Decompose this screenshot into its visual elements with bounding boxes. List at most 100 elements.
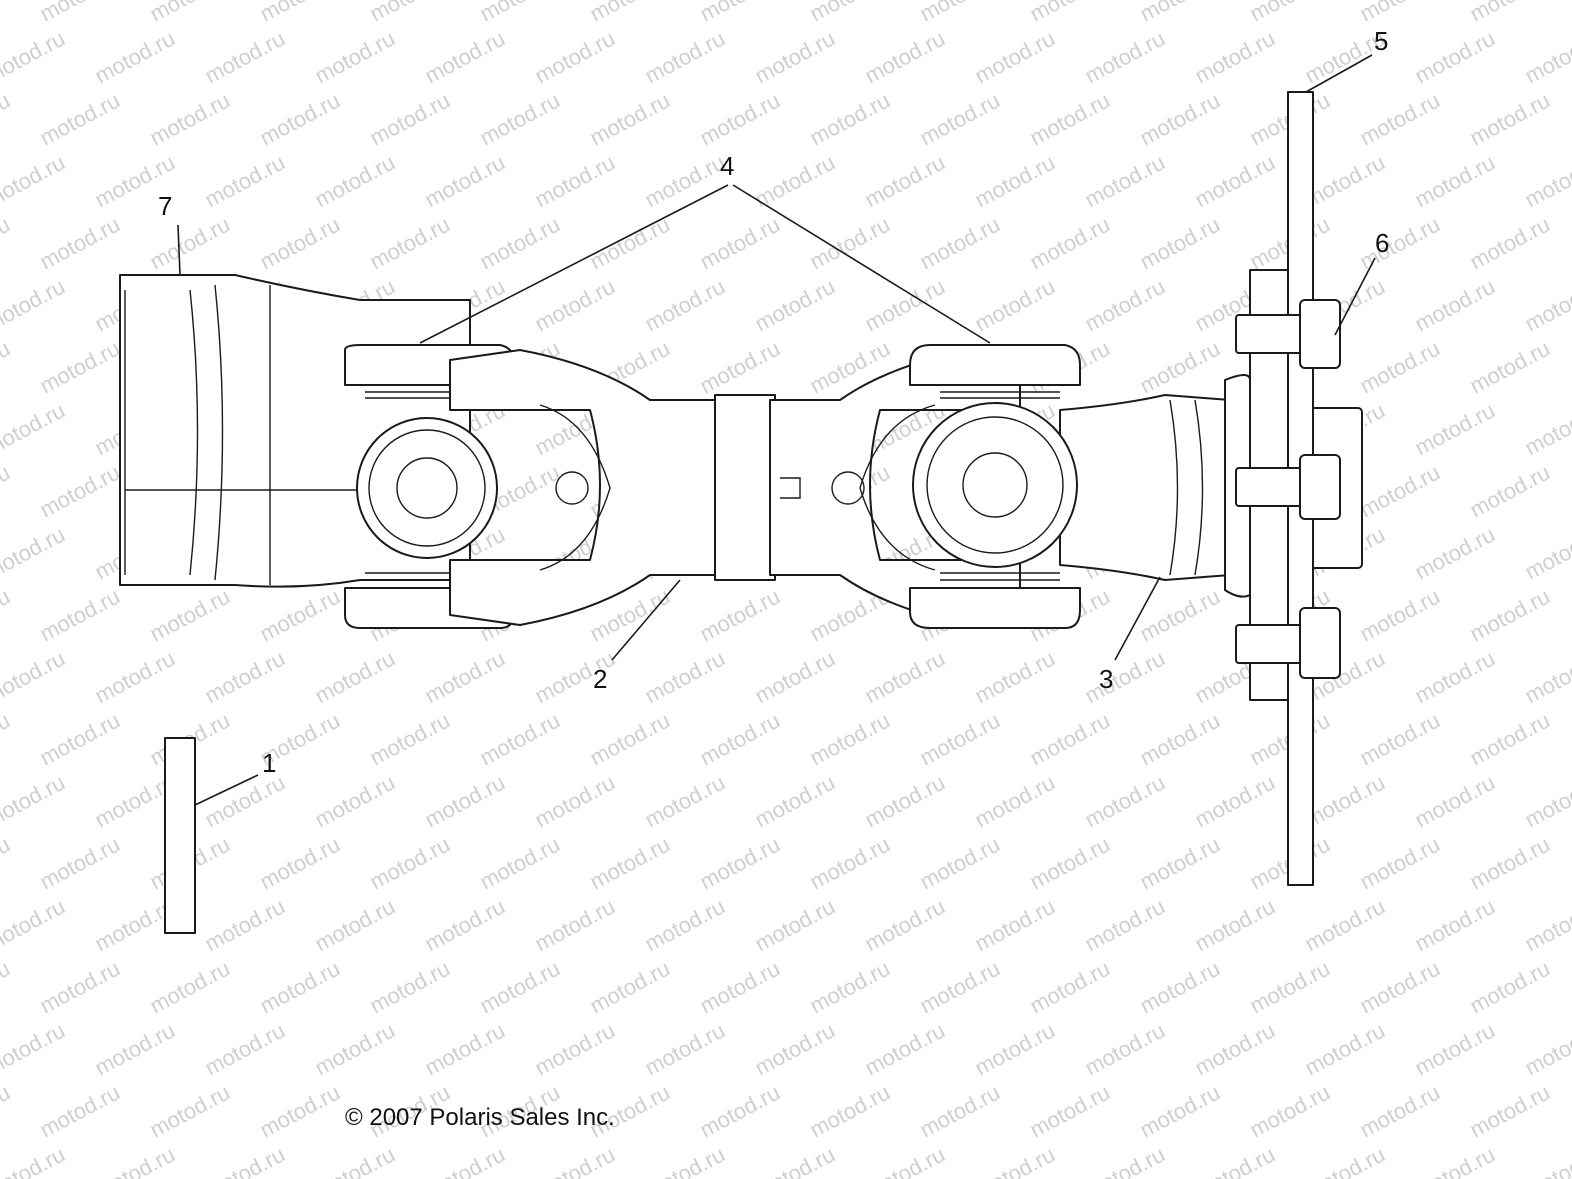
watermark-text: motod.ru <box>806 0 894 26</box>
watermark-text: motod.ru <box>1356 336 1444 399</box>
watermark-text: motod.ru <box>1466 584 1554 647</box>
watermark-text: motod.ru <box>1191 894 1279 957</box>
watermark-text: motod.ru <box>696 336 784 399</box>
watermark-text: motod.ru <box>311 894 399 957</box>
watermark-text: motod.ru <box>971 1018 1059 1081</box>
callout-2: 2 <box>593 664 607 694</box>
watermark-text: motod.ru <box>1136 956 1224 1019</box>
watermark-text: motod.ru <box>476 708 564 771</box>
watermark-text: motod.ru <box>1026 212 1114 275</box>
watermark-text: motod.ru <box>1411 770 1499 833</box>
watermark-text: motod.ru <box>366 212 454 275</box>
watermark-text: motod.ru <box>1081 894 1169 957</box>
copyright-text: © 2007 Polaris Sales Inc. <box>345 1104 615 1131</box>
watermark-text: motod.ru <box>1411 646 1499 709</box>
watermark-text: motod.ru <box>696 1080 784 1143</box>
watermark-text: motod.ru <box>1356 212 1444 275</box>
watermark-text: motod.ru <box>751 770 839 833</box>
watermark-text: motod.ru <box>1246 0 1334 26</box>
watermark-text: motod.ru <box>1246 1080 1334 1143</box>
watermark-text: motod.ru <box>0 0 14 26</box>
watermark-text: motod.ru <box>1466 460 1554 523</box>
watermark-text: motod.ru <box>1411 26 1499 89</box>
watermark-text: motod.ru <box>36 956 124 1019</box>
watermark-text: motod.ru <box>256 0 344 26</box>
watermark-text: motod.ru <box>421 646 509 709</box>
watermark-text: motod.ru <box>531 26 619 89</box>
watermark-text: motod.ru <box>256 584 344 647</box>
watermark-text: motod.ru <box>641 894 729 957</box>
watermark-text: motod.ru <box>36 336 124 399</box>
watermark-text: motod.ru <box>201 1018 289 1081</box>
watermark-text: motod.ru <box>586 956 674 1019</box>
watermark-text: motod.ru <box>1521 1142 1572 1179</box>
watermark-text: motod.ru <box>146 584 234 647</box>
watermark-text: motod.ru <box>916 1080 1004 1143</box>
watermark-text: motod.ru <box>861 1142 949 1179</box>
watermark-text: motod.ru <box>641 274 729 337</box>
watermark-text: motod.ru <box>751 1142 839 1179</box>
watermark-text: motod.ru <box>586 0 674 26</box>
watermark-text: motod.ru <box>1136 1080 1224 1143</box>
watermark-text: motod.ru <box>311 770 399 833</box>
watermark-text: motod.ru <box>36 212 124 275</box>
part-4-right-bearing-caps <box>909 344 1081 629</box>
watermark-text: motod.ru <box>1301 1142 1389 1179</box>
watermark-text: motod.ru <box>91 646 179 709</box>
watermark-text: motod.ru <box>861 646 949 709</box>
watermark-text: motod.ru <box>806 956 894 1019</box>
watermark-text: motod.ru <box>1356 460 1444 523</box>
watermark-text: motod.ru <box>696 212 784 275</box>
watermark-text: motod.ru <box>366 832 454 895</box>
watermark-text: motod.ru <box>201 26 289 89</box>
watermark-text: motod.ru <box>1521 770 1572 833</box>
watermark-text: motod.ru <box>641 26 729 89</box>
watermark-text: motod.ru <box>586 832 674 895</box>
watermark-text: motod.ru <box>146 212 234 275</box>
watermark-text: motod.ru <box>1301 1018 1389 1081</box>
watermark-text: motod.ru <box>1081 274 1169 337</box>
watermark-text: motod.ru <box>696 584 784 647</box>
watermark-text: motod.ru <box>1356 956 1444 1019</box>
watermark-text: motod.ru <box>366 88 454 151</box>
watermark-text: motod.ru <box>1466 1080 1554 1143</box>
watermark-text: motod.ru <box>1191 150 1279 213</box>
watermark-text: motod.ru <box>0 1080 14 1143</box>
watermark-text: motod.ru <box>1521 398 1572 461</box>
watermark-text: motod.ru <box>0 212 14 275</box>
watermark-text: motod.ru <box>0 274 69 337</box>
watermark-text: motod.ru <box>1136 832 1224 895</box>
watermark-text: motod.ru <box>311 1142 399 1179</box>
watermark-text: motod.ru <box>36 88 124 151</box>
watermark-text: motod.ru <box>1301 894 1389 957</box>
watermark-text: motod.ru <box>971 1142 1059 1179</box>
watermark-text: motod.ru <box>531 1142 619 1179</box>
watermark-text: motod.ru <box>696 832 784 895</box>
watermark-text: motod.ru <box>256 956 344 1019</box>
watermark-text: motod.ru <box>1466 88 1554 151</box>
watermark-text: motod.ru <box>916 88 1004 151</box>
watermark-text: motod.ru <box>1521 150 1572 213</box>
watermark-text: motod.ru <box>1521 1018 1572 1081</box>
watermark-text: motod.ru <box>201 646 289 709</box>
watermark-text: motod.ru <box>0 1018 69 1081</box>
watermark-text: motod.ru <box>916 956 1004 1019</box>
watermark-text: motod.ru <box>971 26 1059 89</box>
watermark-text: motod.ru <box>751 646 839 709</box>
watermark-text: motod.ru <box>311 150 399 213</box>
watermark-text: motod.ru <box>1136 88 1224 151</box>
watermark-text: motod.ru <box>751 894 839 957</box>
callout-5: 5 <box>1374 26 1388 56</box>
watermark-text: motod.ru <box>0 398 69 461</box>
watermark-text: motod.ru <box>0 584 14 647</box>
watermark-text: motod.ru <box>366 708 454 771</box>
watermark-text: motod.ru <box>256 832 344 895</box>
watermark-text: motod.ru <box>421 150 509 213</box>
watermark-text: motod.ru <box>806 88 894 151</box>
watermark-text: motod.ru <box>641 770 729 833</box>
watermark-text: motod.ru <box>0 770 69 833</box>
watermark-text: motod.ru <box>421 894 509 957</box>
watermark-text: motod.ru <box>1136 336 1224 399</box>
watermark-text: motod.ru <box>0 894 69 957</box>
watermark-text: motod.ru <box>36 0 124 26</box>
